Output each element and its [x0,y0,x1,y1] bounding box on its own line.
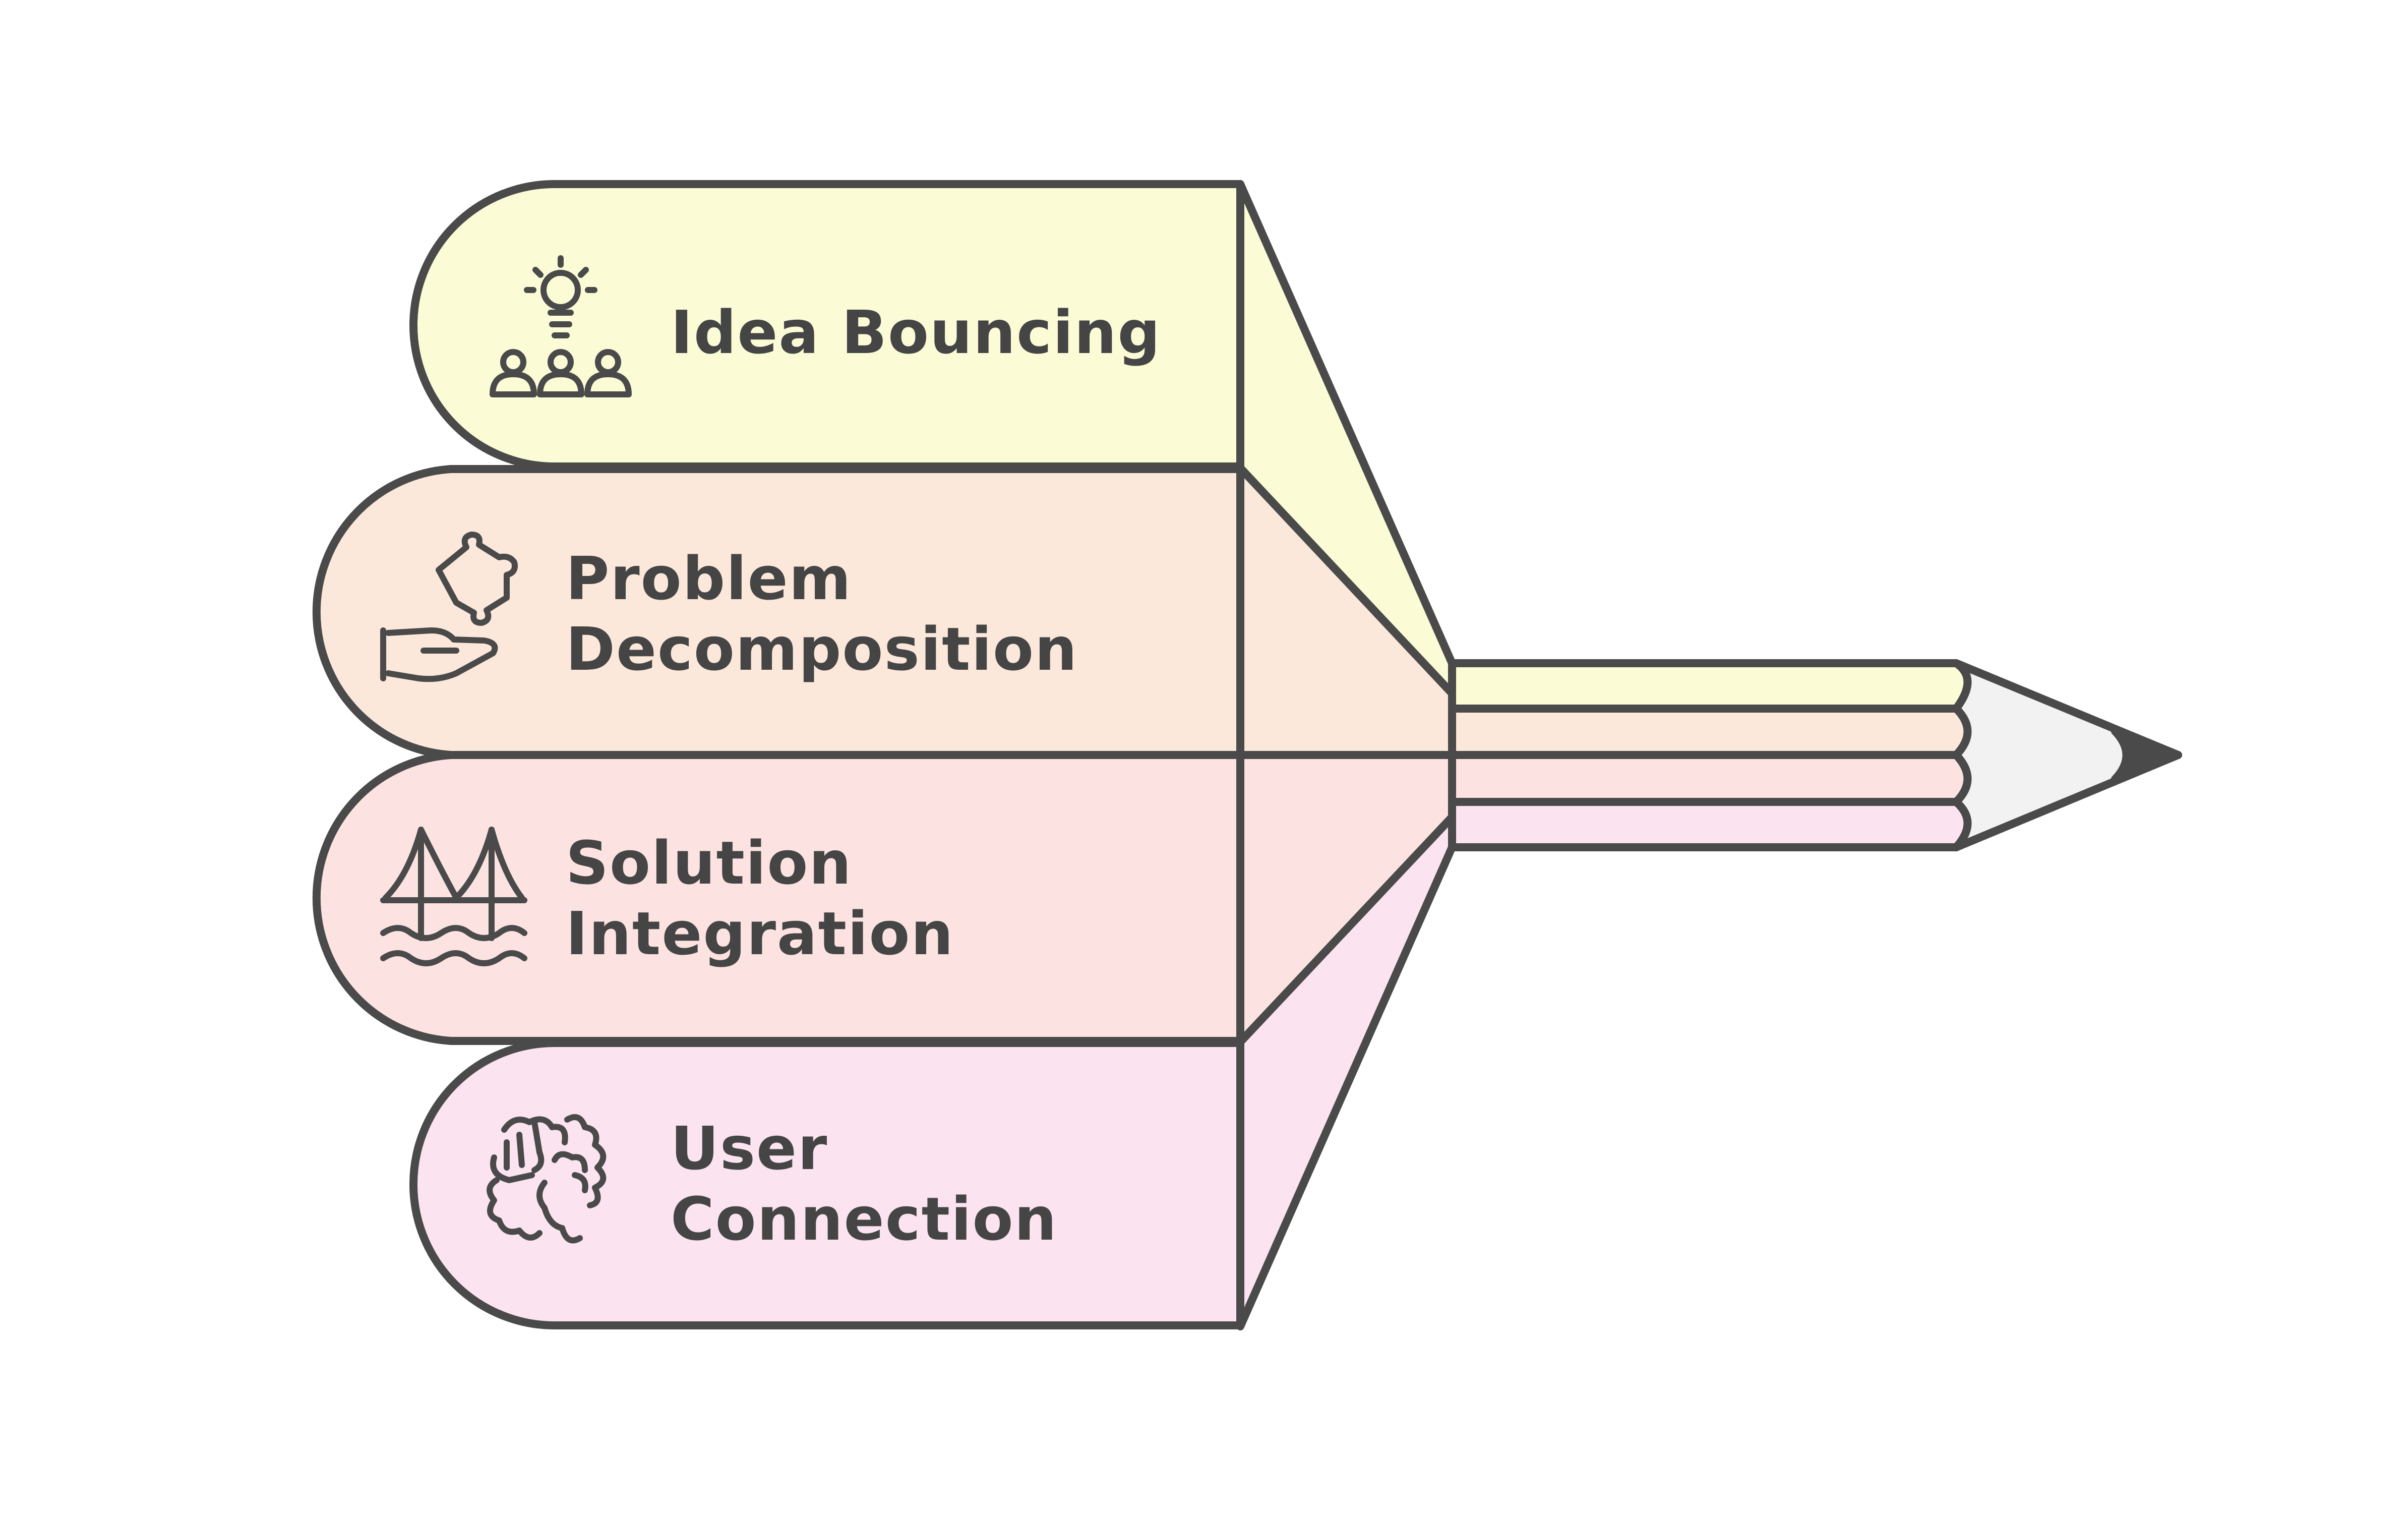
pencil-cone [1952,659,2182,851]
lightbulb-team-icon [490,255,632,397]
label-solution-integration-line1: Solution [566,828,852,898]
band-solution-integration [312,751,1244,1045]
label-problem-decomposition-line1: Problem [566,544,852,613]
funnel [1236,180,1456,1330]
band-problem-decomposition [312,465,1244,759]
pencil-lead [2111,727,2182,783]
puzzle-hand-icon [380,532,518,682]
band-user-connection [409,1039,1244,1329]
label-problem-decomposition-line2: Decomposition [566,614,1078,684]
handshake-icon [487,1114,607,1244]
pencil-strip-idea-bouncing [1448,659,1972,713]
label-user-connection-line2: Connection [671,1184,1058,1254]
bridge-icon [380,827,527,966]
pencil-body [1448,659,1972,851]
label-user-connection-line1: User [671,1114,828,1183]
label-idea-bouncing: Idea Bouncing [671,298,1161,367]
pencil-strip-solution-integration [1448,751,1972,806]
pencil-strip-problem-decomposition [1448,705,1972,759]
label-solution-integration-line2: Integration [566,899,954,968]
pencil-tip [1952,659,2182,851]
pencil-strip-user-connection [1448,798,1972,851]
stage-labels: Idea Bouncing Problem Decomposition Solu… [566,298,1161,1254]
